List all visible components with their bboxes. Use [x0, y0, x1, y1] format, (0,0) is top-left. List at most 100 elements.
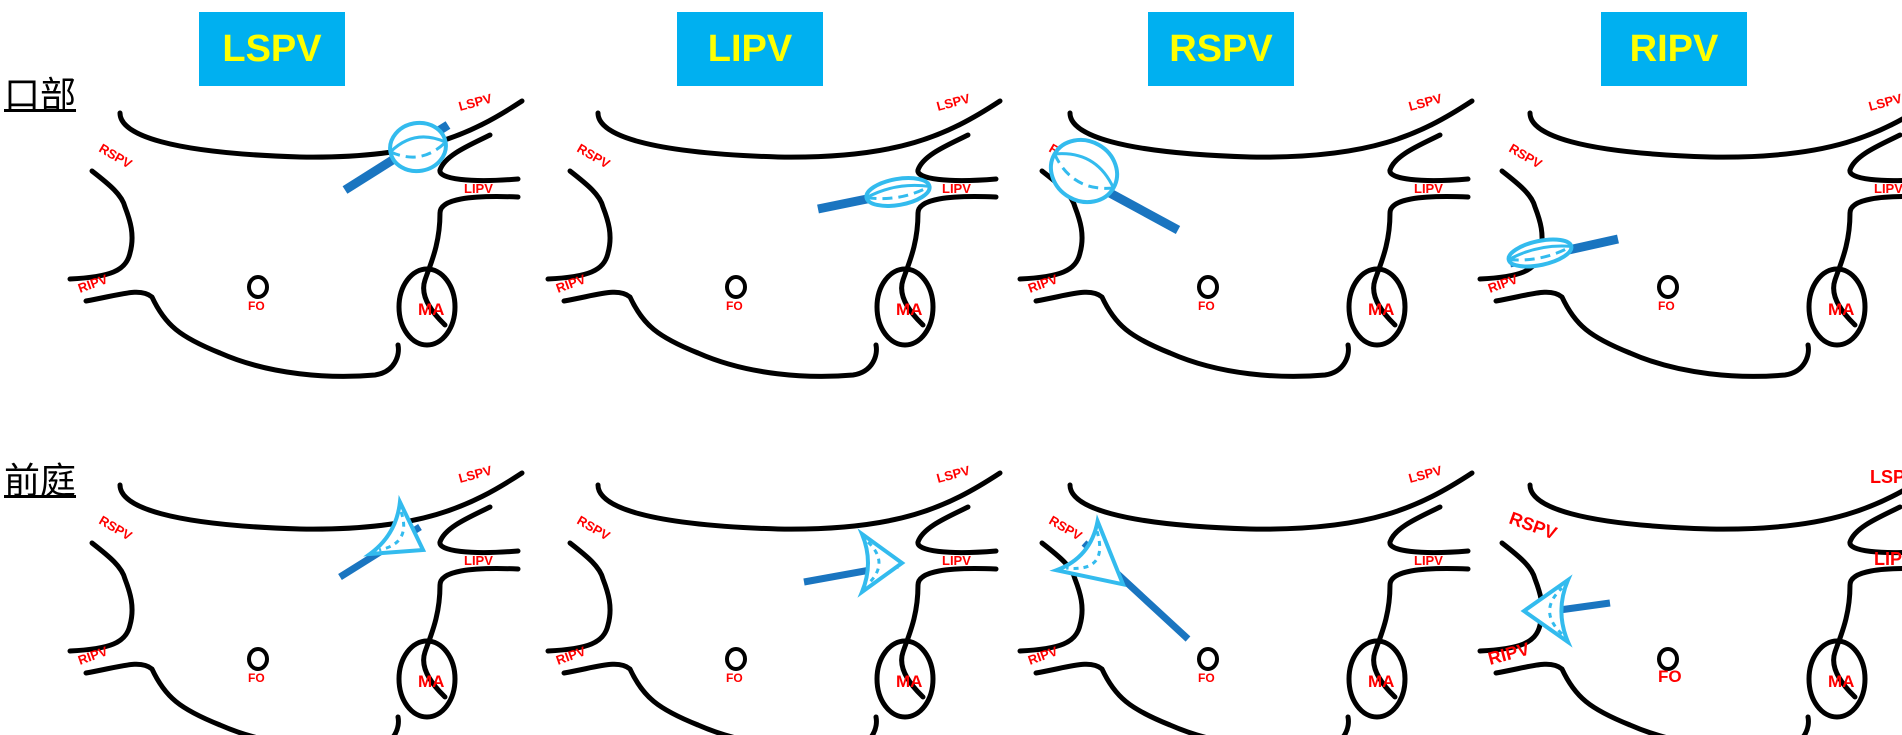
mitral-annulus: [874, 266, 936, 348]
fo-label: FO: [248, 671, 265, 685]
atrium-panel-antrum-4: MA FO LSPV LIPV RSPV RIPV: [1477, 467, 1902, 735]
lipv-outline: [1831, 194, 1902, 328]
balloon-body: [1049, 514, 1127, 588]
lipv-label: LIPV: [464, 181, 493, 196]
mitral-annulus: [874, 638, 936, 720]
lipv-outline: [899, 194, 999, 328]
header-lspv: LSPV: [199, 12, 345, 86]
fossa-ovalis: [1657, 647, 1679, 671]
rspv-outline: [545, 540, 613, 654]
balloon-body: [1048, 137, 1120, 205]
lspv-label: LSPV: [1407, 91, 1444, 114]
lspv-label: LSPV: [457, 463, 494, 486]
cryoballoon: [1048, 137, 1181, 234]
header-ripv: RIPV: [1601, 12, 1747, 86]
atrium-roof: [1527, 482, 1902, 532]
cryoballoon: [1506, 234, 1619, 269]
balloon-body: [363, 494, 427, 557]
rspv-label: RSPV: [1507, 508, 1560, 544]
lipv-outline: [1371, 194, 1471, 328]
mitral-annulus: [1806, 638, 1868, 720]
atrium-roof: [595, 470, 1003, 532]
fo-label: FO: [1658, 299, 1675, 313]
balloon-body: [1520, 574, 1573, 648]
fossa-ovalis: [1197, 647, 1219, 671]
balloon-body: [857, 528, 906, 598]
lipv-label: LIPV: [942, 181, 971, 196]
lspv-outline: [1847, 132, 1902, 184]
lspv-outline: [1847, 504, 1902, 556]
rspv-label: RSPV: [575, 141, 613, 172]
lspv-outline: [437, 132, 521, 184]
atrium-floor: [561, 289, 879, 379]
atrium-roof: [117, 98, 525, 160]
fo-label: FO: [1198, 299, 1215, 313]
atrium-floor: [1493, 661, 1811, 735]
lspv-label: LSPV: [1870, 467, 1902, 487]
cryoballoon: [342, 120, 451, 194]
ma-label: MA: [1828, 672, 1854, 691]
lspv-outline: [1387, 132, 1471, 184]
fo-label: FO: [726, 671, 743, 685]
mitral-annulus: [396, 638, 458, 720]
header-lipv: LIPV: [677, 12, 823, 86]
lspv-outline: [1387, 504, 1471, 556]
fossa-ovalis: [247, 647, 269, 671]
ma-label: MA: [896, 300, 922, 319]
lipv-label: LIPV: [942, 553, 971, 568]
atrium-floor: [1033, 661, 1351, 735]
atrium-roof: [595, 98, 1003, 160]
lipv-outline: [899, 566, 999, 700]
cryoballoon: [803, 528, 906, 598]
fossa-ovalis: [247, 275, 269, 299]
lspv-outline: [437, 504, 521, 556]
ripv-label: RIPV: [76, 271, 110, 296]
rspv-label: RSPV: [1507, 141, 1545, 172]
lspv-label: LSPV: [1407, 463, 1444, 486]
lspv-label: LSPV: [457, 91, 494, 114]
ma-label: MA: [418, 300, 444, 319]
atrium-floor: [83, 289, 401, 379]
fo-label: FO: [1658, 667, 1682, 686]
atrium-roof: [1067, 98, 1475, 160]
ripv-label: RIPV: [1026, 643, 1060, 668]
atrium-panel-antrum-1: MA FO LSPV LIPV RSPV RIPV: [67, 463, 525, 735]
cryoballoon: [338, 494, 427, 580]
header-rspv: RSPV: [1148, 12, 1294, 86]
row-label-antrum: 前庭: [4, 461, 77, 502]
ripv-label: RIPV: [1486, 639, 1532, 669]
lipv-label: LIPV: [1874, 549, 1902, 569]
lspv-outline: [915, 504, 999, 556]
fossa-ovalis: [1657, 275, 1679, 299]
ripv-label: RIPV: [76, 643, 110, 668]
cryoballoon: [1520, 574, 1611, 648]
atrium-floor: [1033, 289, 1351, 379]
mitral-annulus: [396, 266, 458, 348]
fo-label: FO: [248, 299, 265, 313]
fossa-ovalis: [725, 647, 747, 671]
fossa-ovalis: [725, 275, 747, 299]
atrium-floor: [561, 661, 879, 735]
lipv-outline: [421, 566, 521, 700]
rspv-outline: [1017, 540, 1085, 654]
mitral-annulus: [1346, 638, 1408, 720]
ripv-label: RIPV: [1026, 271, 1060, 296]
atrium-roof: [117, 470, 525, 532]
rspv-label: RSPV: [97, 513, 135, 544]
ma-label: MA: [418, 672, 444, 691]
lipv-outline: [1831, 566, 1902, 700]
lipv-outline: [421, 194, 521, 328]
lipv-label: LIPV: [1414, 181, 1443, 196]
balloon-body: [864, 176, 932, 208]
lipv-label: LIPV: [464, 553, 493, 568]
lspv-label: LSPV: [1867, 91, 1902, 114]
ripv-label: RIPV: [554, 271, 588, 296]
ma-label: MA: [1368, 672, 1394, 691]
